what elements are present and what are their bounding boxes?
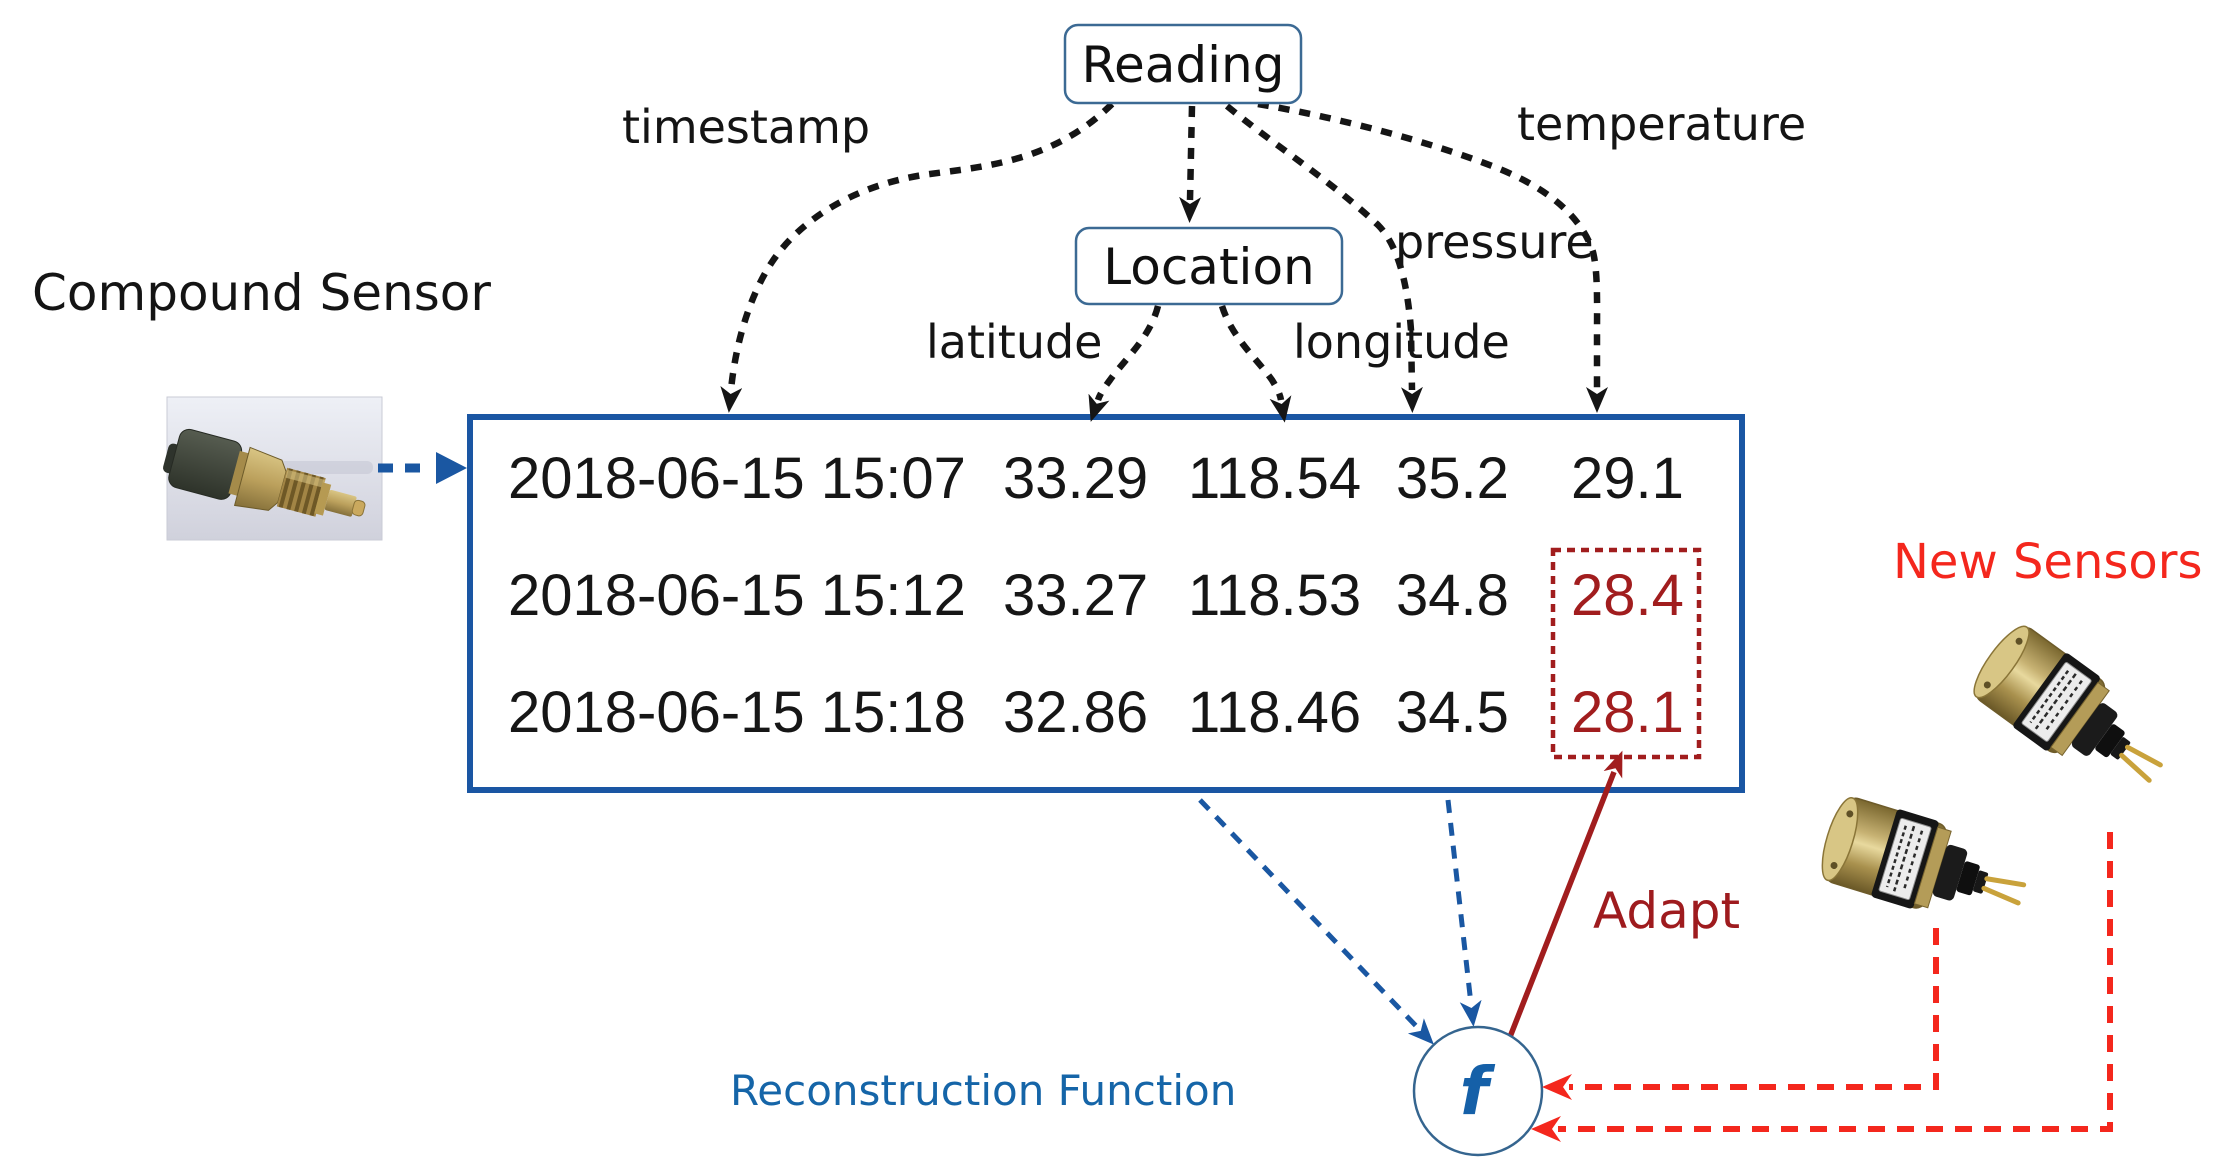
- label-temperature: temperature: [1517, 97, 1806, 151]
- new-sensors-label: New Sensors: [1893, 534, 2203, 590]
- cell-latitude: 32.86: [1003, 680, 1148, 745]
- readings-table: [467, 414, 1745, 793]
- compound-sensor-photo: [163, 396, 383, 541]
- node-location-label: Location: [1103, 238, 1314, 296]
- arrow-table-to-function-1: [1198, 798, 1434, 1045]
- label-timestamp: timestamp: [622, 100, 870, 154]
- cell-longitude: 118.54: [1188, 446, 1361, 511]
- edge-reading-to-location: [1179, 105, 1202, 223]
- arrow-table-to-function-2: [1445, 799, 1482, 1027]
- edge-longitude: [1218, 304, 1292, 423]
- cell-pressure: 34.8: [1396, 563, 1509, 628]
- cell-temperature: 29.1: [1571, 446, 1684, 511]
- cell-temperature-highlighted: 28.4: [1571, 563, 1684, 628]
- arrow-compound-sensor-head: [436, 452, 467, 484]
- cell-temperature-highlighted: 28.1: [1571, 680, 1684, 745]
- temperature-sensor-drawing: [163, 428, 366, 517]
- sensor-shaft: [324, 489, 357, 517]
- new-sensor-photo-1: [1964, 617, 2181, 810]
- table-row: 2018-06-15 15:12 33.27 118.53 34.8 28.4: [508, 563, 1684, 628]
- label-longitude: longitude: [1293, 315, 1510, 369]
- edge-pressure: [1224, 103, 1423, 413]
- cell-pressure: 35.2: [1396, 446, 1509, 511]
- edge-latitude: [1088, 305, 1162, 422]
- cell-pressure: 34.5: [1396, 680, 1509, 745]
- cell-timestamp: 2018-06-15 15:12: [508, 563, 966, 628]
- node-reading-label: Reading: [1082, 36, 1285, 94]
- cell-longitude: 118.46: [1188, 680, 1361, 745]
- reconstruction-function-label: Reconstruction Function: [730, 1066, 1236, 1115]
- table-row: 2018-06-15 15:18 32.86 118.46 34.5 28.1: [508, 680, 1684, 745]
- label-pressure: pressure: [1395, 215, 1594, 269]
- arrow-new-sensor-1-to-function: [1531, 832, 2113, 1142]
- label-latitude: latitude: [926, 315, 1102, 369]
- compound-sensor-label: Compound Sensor: [32, 264, 491, 322]
- cell-latitude: 33.29: [1003, 446, 1148, 511]
- cell-timestamp: 2018-06-15 15:07: [508, 446, 966, 511]
- arrow-adapt: [1505, 750, 1623, 1044]
- highlighted-temperatures-box: [1550, 547, 1702, 760]
- sensor-tip: [351, 499, 366, 517]
- table-row: 2018-06-15 15:07 33.29 118.54 35.2 29.1: [508, 446, 1684, 511]
- cell-longitude: 118.53: [1188, 563, 1361, 628]
- node-location: [1074, 226, 1344, 306]
- adapt-label: Adapt: [1593, 882, 1740, 940]
- new-sensor-photo-2: [1814, 791, 2034, 938]
- cell-timestamp: 2018-06-15 15:18: [508, 680, 966, 745]
- edge-timestamp: [720, 101, 1115, 413]
- node-reading: [1063, 23, 1303, 105]
- arrow-new-sensor-2-to-function: [1542, 928, 1939, 1100]
- cell-latitude: 33.27: [1003, 563, 1148, 628]
